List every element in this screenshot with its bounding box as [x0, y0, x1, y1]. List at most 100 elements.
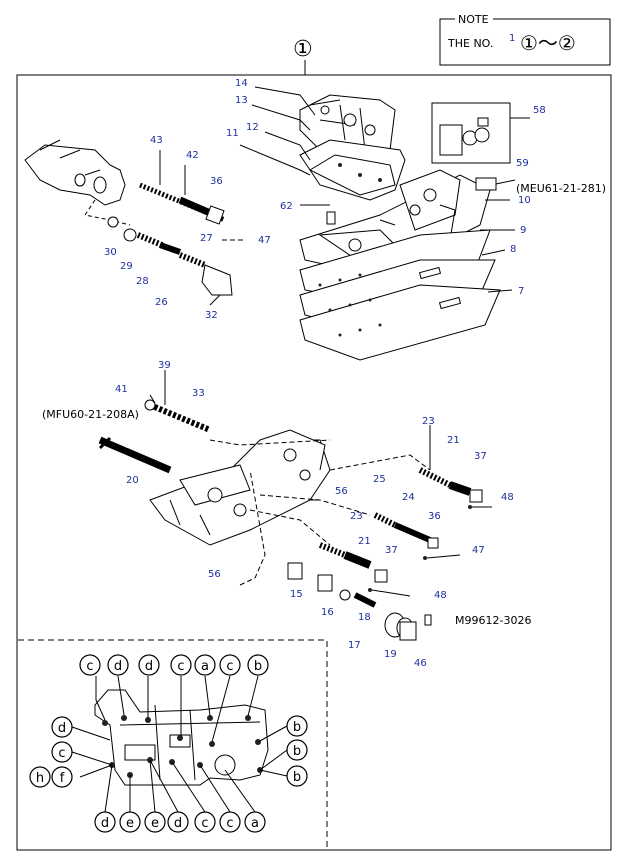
callout-14: 14 — [235, 78, 248, 89]
note-box: NOTE THE NO. 1 ①～② — [439, 12, 611, 66]
note-range: ①～② — [520, 31, 576, 55]
valve-21b — [343, 551, 372, 569]
callout-37a: 37 — [474, 451, 487, 462]
main-number: ① — [293, 37, 313, 62]
inset-letter-left-1: d — [58, 721, 66, 736]
callout-7: 7 — [518, 286, 524, 297]
spring-23a — [418, 467, 452, 488]
callout-15: 15 — [290, 589, 303, 600]
part-code-mfu: (MFU60-21-208A) — [42, 408, 139, 421]
spring-27 — [178, 252, 207, 268]
callout-25: 25 — [373, 474, 386, 485]
inset-letter-bottom-2: e — [126, 816, 134, 831]
callout-11: 11 — [226, 128, 239, 139]
callout-41: 41 — [115, 384, 128, 395]
callout-39: 39 — [158, 360, 171, 371]
callout-12: 12 — [246, 122, 259, 133]
plug-16 — [317, 574, 333, 592]
callout-56a: 56 — [335, 486, 348, 497]
callout-21b: 21 — [358, 536, 371, 547]
callout-56b: 56 — [208, 569, 221, 580]
callout-21a: 21 — [447, 435, 460, 446]
inset-letter-top-4: c — [177, 659, 184, 674]
part-code-m99: M99612-3026 — [455, 614, 531, 627]
callout-46: 46 — [414, 658, 427, 669]
callout-59: 59 — [516, 158, 529, 169]
callout-29: 29 — [120, 261, 133, 272]
plug-36b — [427, 537, 439, 549]
callout-62: 62 — [280, 201, 293, 212]
callout-23a: 23 — [422, 416, 435, 427]
inset-letter-bottom-5: c — [201, 816, 208, 831]
ring-m99 — [424, 614, 432, 626]
clip-17 — [339, 589, 351, 601]
inset-letter-bottom-4: d — [174, 816, 182, 831]
inset-letter-circles — [29, 654, 308, 833]
plug-30 — [107, 216, 119, 228]
callout-18: 18 — [358, 612, 371, 623]
inset-letter-top-7: b — [254, 659, 262, 674]
callout-19: 19 — [384, 649, 397, 660]
callout-9: 9 — [520, 225, 526, 236]
callout-42: 42 — [186, 150, 199, 161]
gaskets-11-13 — [299, 139, 406, 201]
callout-43: 43 — [150, 135, 163, 146]
inset-letter-right-1: b — [293, 720, 301, 735]
callout-26: 26 — [155, 297, 168, 308]
valve-24 — [393, 522, 432, 543]
callout-37b: 37 — [385, 545, 398, 556]
plug-37b — [374, 569, 388, 583]
spring-23b — [318, 542, 347, 558]
callout-32: 32 — [205, 310, 218, 321]
inset-letter-bottom-7: a — [251, 816, 259, 831]
callout-27: 27 — [200, 233, 213, 244]
callout-58: 58 — [533, 105, 546, 116]
spring-25 — [373, 512, 397, 528]
spring-seat-29 — [123, 228, 137, 242]
inset-letter-top-6: c — [226, 659, 233, 674]
callout-23b: 23 — [350, 511, 363, 522]
valve-body-left — [24, 139, 131, 226]
callout-47a: 47 — [258, 235, 271, 246]
inset-leaders — [52, 675, 288, 813]
detail-box-58 — [431, 102, 530, 164]
callout-28: 28 — [136, 276, 149, 287]
inset-letter-right-2: b — [293, 744, 301, 759]
callout-47b: 47 — [472, 545, 485, 556]
inset-letter-left-2: c — [58, 746, 65, 761]
callout-36b: 36 — [428, 511, 441, 522]
lower-valve-body — [149, 429, 331, 546]
spool-33 — [144, 370, 212, 433]
callout-13: 13 — [235, 95, 248, 106]
note-title: NOTE — [458, 13, 489, 26]
spring-28 — [136, 232, 164, 248]
callout-20: 20 — [126, 475, 139, 486]
callout-36a: 36 — [210, 176, 223, 187]
inset-frame — [18, 639, 328, 850]
note-superscript: 1 — [509, 33, 515, 44]
inset-letter-bottom-1: d — [101, 816, 109, 831]
callout-10: 10 — [518, 195, 531, 206]
part-code-meu: (MEU61-21-281) — [516, 182, 606, 195]
inset-letter-top-5: a — [201, 659, 209, 674]
plug-46 — [399, 621, 417, 641]
inset-letter-top-2: d — [114, 659, 122, 674]
inset-letter-right-3: b — [293, 770, 301, 785]
callout-16: 16 — [321, 607, 334, 618]
solenoid-32 — [201, 264, 233, 306]
spool-20 — [98, 436, 172, 474]
inset-letter-left-4: f — [60, 771, 65, 786]
valve-18 — [353, 592, 377, 608]
plug-36a — [205, 205, 225, 225]
plates-7-9 — [299, 229, 501, 361]
plug-37a — [469, 489, 483, 503]
callout-8: 8 — [510, 244, 516, 255]
valve-21a — [448, 481, 472, 496]
callout-33: 33 — [192, 388, 205, 399]
callout-48a: 48 — [501, 492, 514, 503]
main-frame — [16, 74, 612, 851]
callout-24: 24 — [402, 492, 415, 503]
inset-letter-top-1: c — [86, 659, 93, 674]
